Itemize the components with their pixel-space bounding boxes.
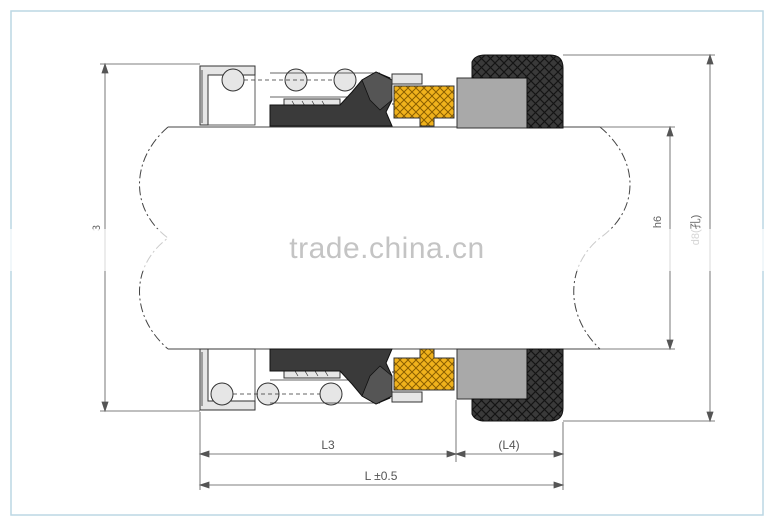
stationary-seat-lower bbox=[456, 348, 528, 400]
label-h6: h6 bbox=[652, 216, 664, 228]
retainer-upper bbox=[391, 73, 423, 85]
rubber-bellows-upper bbox=[269, 71, 393, 127]
label-l4: (L4) bbox=[498, 438, 519, 452]
dimension-lines bbox=[100, 53, 715, 490]
lower-section bbox=[199, 348, 564, 422]
rotating-face-upper bbox=[393, 85, 455, 127]
spring-coil bbox=[319, 382, 343, 406]
spring-coil bbox=[333, 68, 357, 92]
label-l-total: L ±0.5 bbox=[365, 469, 398, 483]
spring-coil bbox=[221, 68, 245, 92]
stationary-seat-upper bbox=[456, 77, 528, 129]
upper-section bbox=[199, 54, 564, 129]
label-d3: 3 bbox=[91, 225, 103, 231]
seat-cup-upper bbox=[471, 54, 564, 129]
rotating-face-lower bbox=[393, 348, 455, 391]
retainer-lower bbox=[391, 391, 423, 403]
label-l3: L3 bbox=[321, 438, 335, 452]
seat-cup-lower bbox=[471, 348, 564, 422]
watermark-band bbox=[0, 229, 774, 271]
watermark: trade.china.cn bbox=[289, 232, 485, 265]
spring-coil bbox=[210, 382, 234, 406]
